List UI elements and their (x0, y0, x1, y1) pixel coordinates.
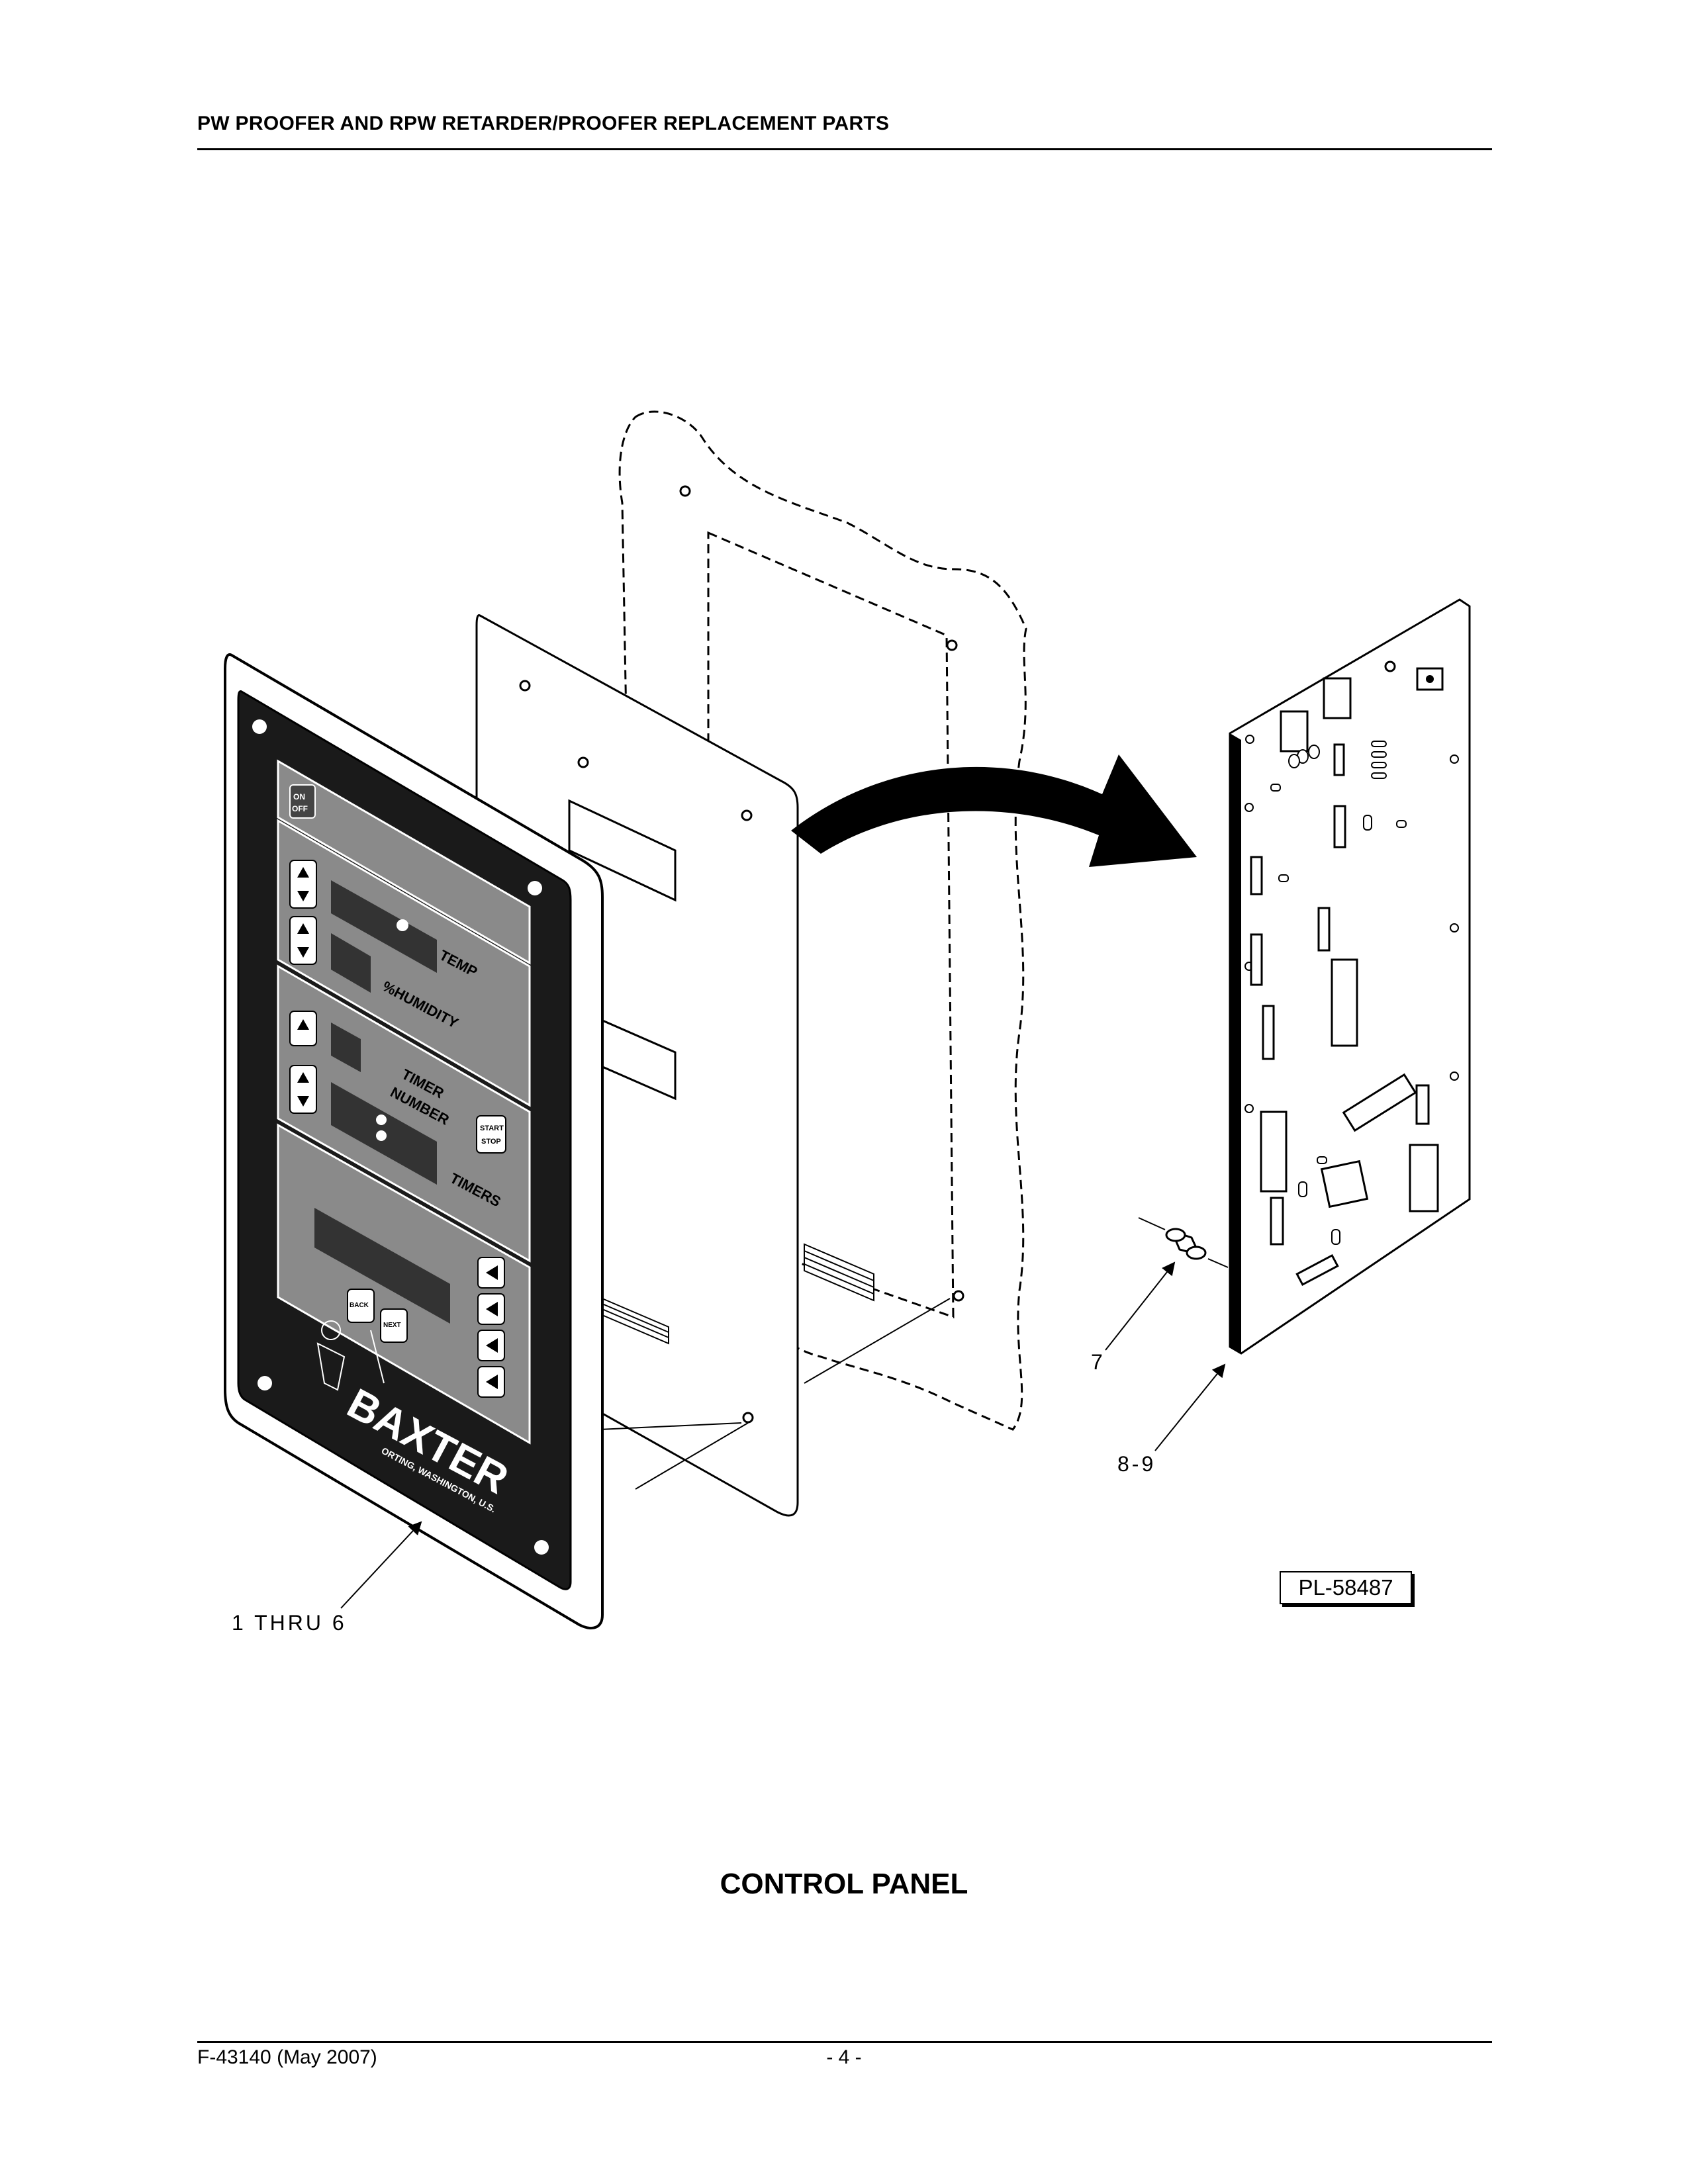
callout-panel-assembly: 1 THRU 6 (232, 1611, 347, 1635)
page-header: PW PROOFER AND RPW RETARDER/PROOFER REPL… (197, 113, 1492, 152)
chef-logo-icon (316, 1320, 385, 1391)
plate-id-label: PL-58487 (1280, 1571, 1412, 1604)
gasket-hole-icon (742, 1412, 754, 1424)
cutout-hole-icon (946, 639, 958, 651)
stop-label: STOP (481, 1138, 501, 1146)
humidity-up-down-button (289, 916, 317, 965)
footer-rule (197, 2041, 1492, 2043)
callout-spacer: 7 (1091, 1350, 1105, 1374)
humidity-display (331, 933, 371, 993)
page-header-title: PW PROOFER AND RPW RETARDER/PROOFER REPL… (197, 113, 890, 134)
on-label: ON (293, 792, 305, 801)
assembly-lines (598, 1298, 951, 1490)
main-display (314, 1208, 450, 1324)
footer-doc-id: F-43140 (May 2007) (197, 2046, 377, 2068)
leader-line-panel (340, 1521, 422, 1609)
back-label: BACK (350, 1302, 369, 1309)
back-button (347, 1289, 375, 1323)
heatsink-icon (1416, 667, 1444, 691)
callout-control-board: 8-9 (1117, 1452, 1156, 1476)
relay-icon (1280, 710, 1309, 752)
gasket-hole-icon (577, 756, 589, 768)
timers-up-down-button (289, 1065, 317, 1114)
header-rule (197, 148, 1492, 150)
off-label: OFF (292, 804, 308, 813)
cutout-hole-icon (953, 1290, 964, 1302)
start-stop-button (476, 1115, 506, 1154)
leader-line-spacer (1105, 1261, 1176, 1351)
footer-page-number: - 4 - (826, 2046, 862, 2068)
standoff-spacer-icon (1138, 1217, 1229, 1268)
screw-icon (258, 1376, 272, 1390)
gasket-hole-icon (519, 680, 531, 692)
screw-icon (534, 1540, 549, 1555)
on-off-button (289, 784, 316, 819)
temp-up-down-button (289, 860, 317, 909)
next-button (380, 1308, 408, 1343)
start-label: START (480, 1124, 504, 1132)
figure-caption: CONTROL PANEL (720, 1868, 968, 1900)
microcontroller-chip-icon (1331, 958, 1358, 1047)
next-label: NEXT (383, 1322, 401, 1329)
control-circuit-board (1229, 598, 1471, 1355)
timer-number-display (331, 1023, 361, 1072)
temp-display (331, 880, 437, 973)
gasket-hole-icon (741, 809, 753, 821)
transformer-icon (1409, 1144, 1439, 1212)
screw-icon (528, 881, 542, 895)
front-control-panel: ON OFF TEMP %HUMIDITY TIMER NUMBER TIMER… (224, 653, 604, 1629)
leader-line-board (1154, 1363, 1226, 1451)
relay-icon (1323, 677, 1352, 719)
screw-icon (252, 719, 267, 734)
assembly-direction-arrow-icon (791, 754, 1197, 867)
cutout-hole-icon (679, 485, 691, 497)
